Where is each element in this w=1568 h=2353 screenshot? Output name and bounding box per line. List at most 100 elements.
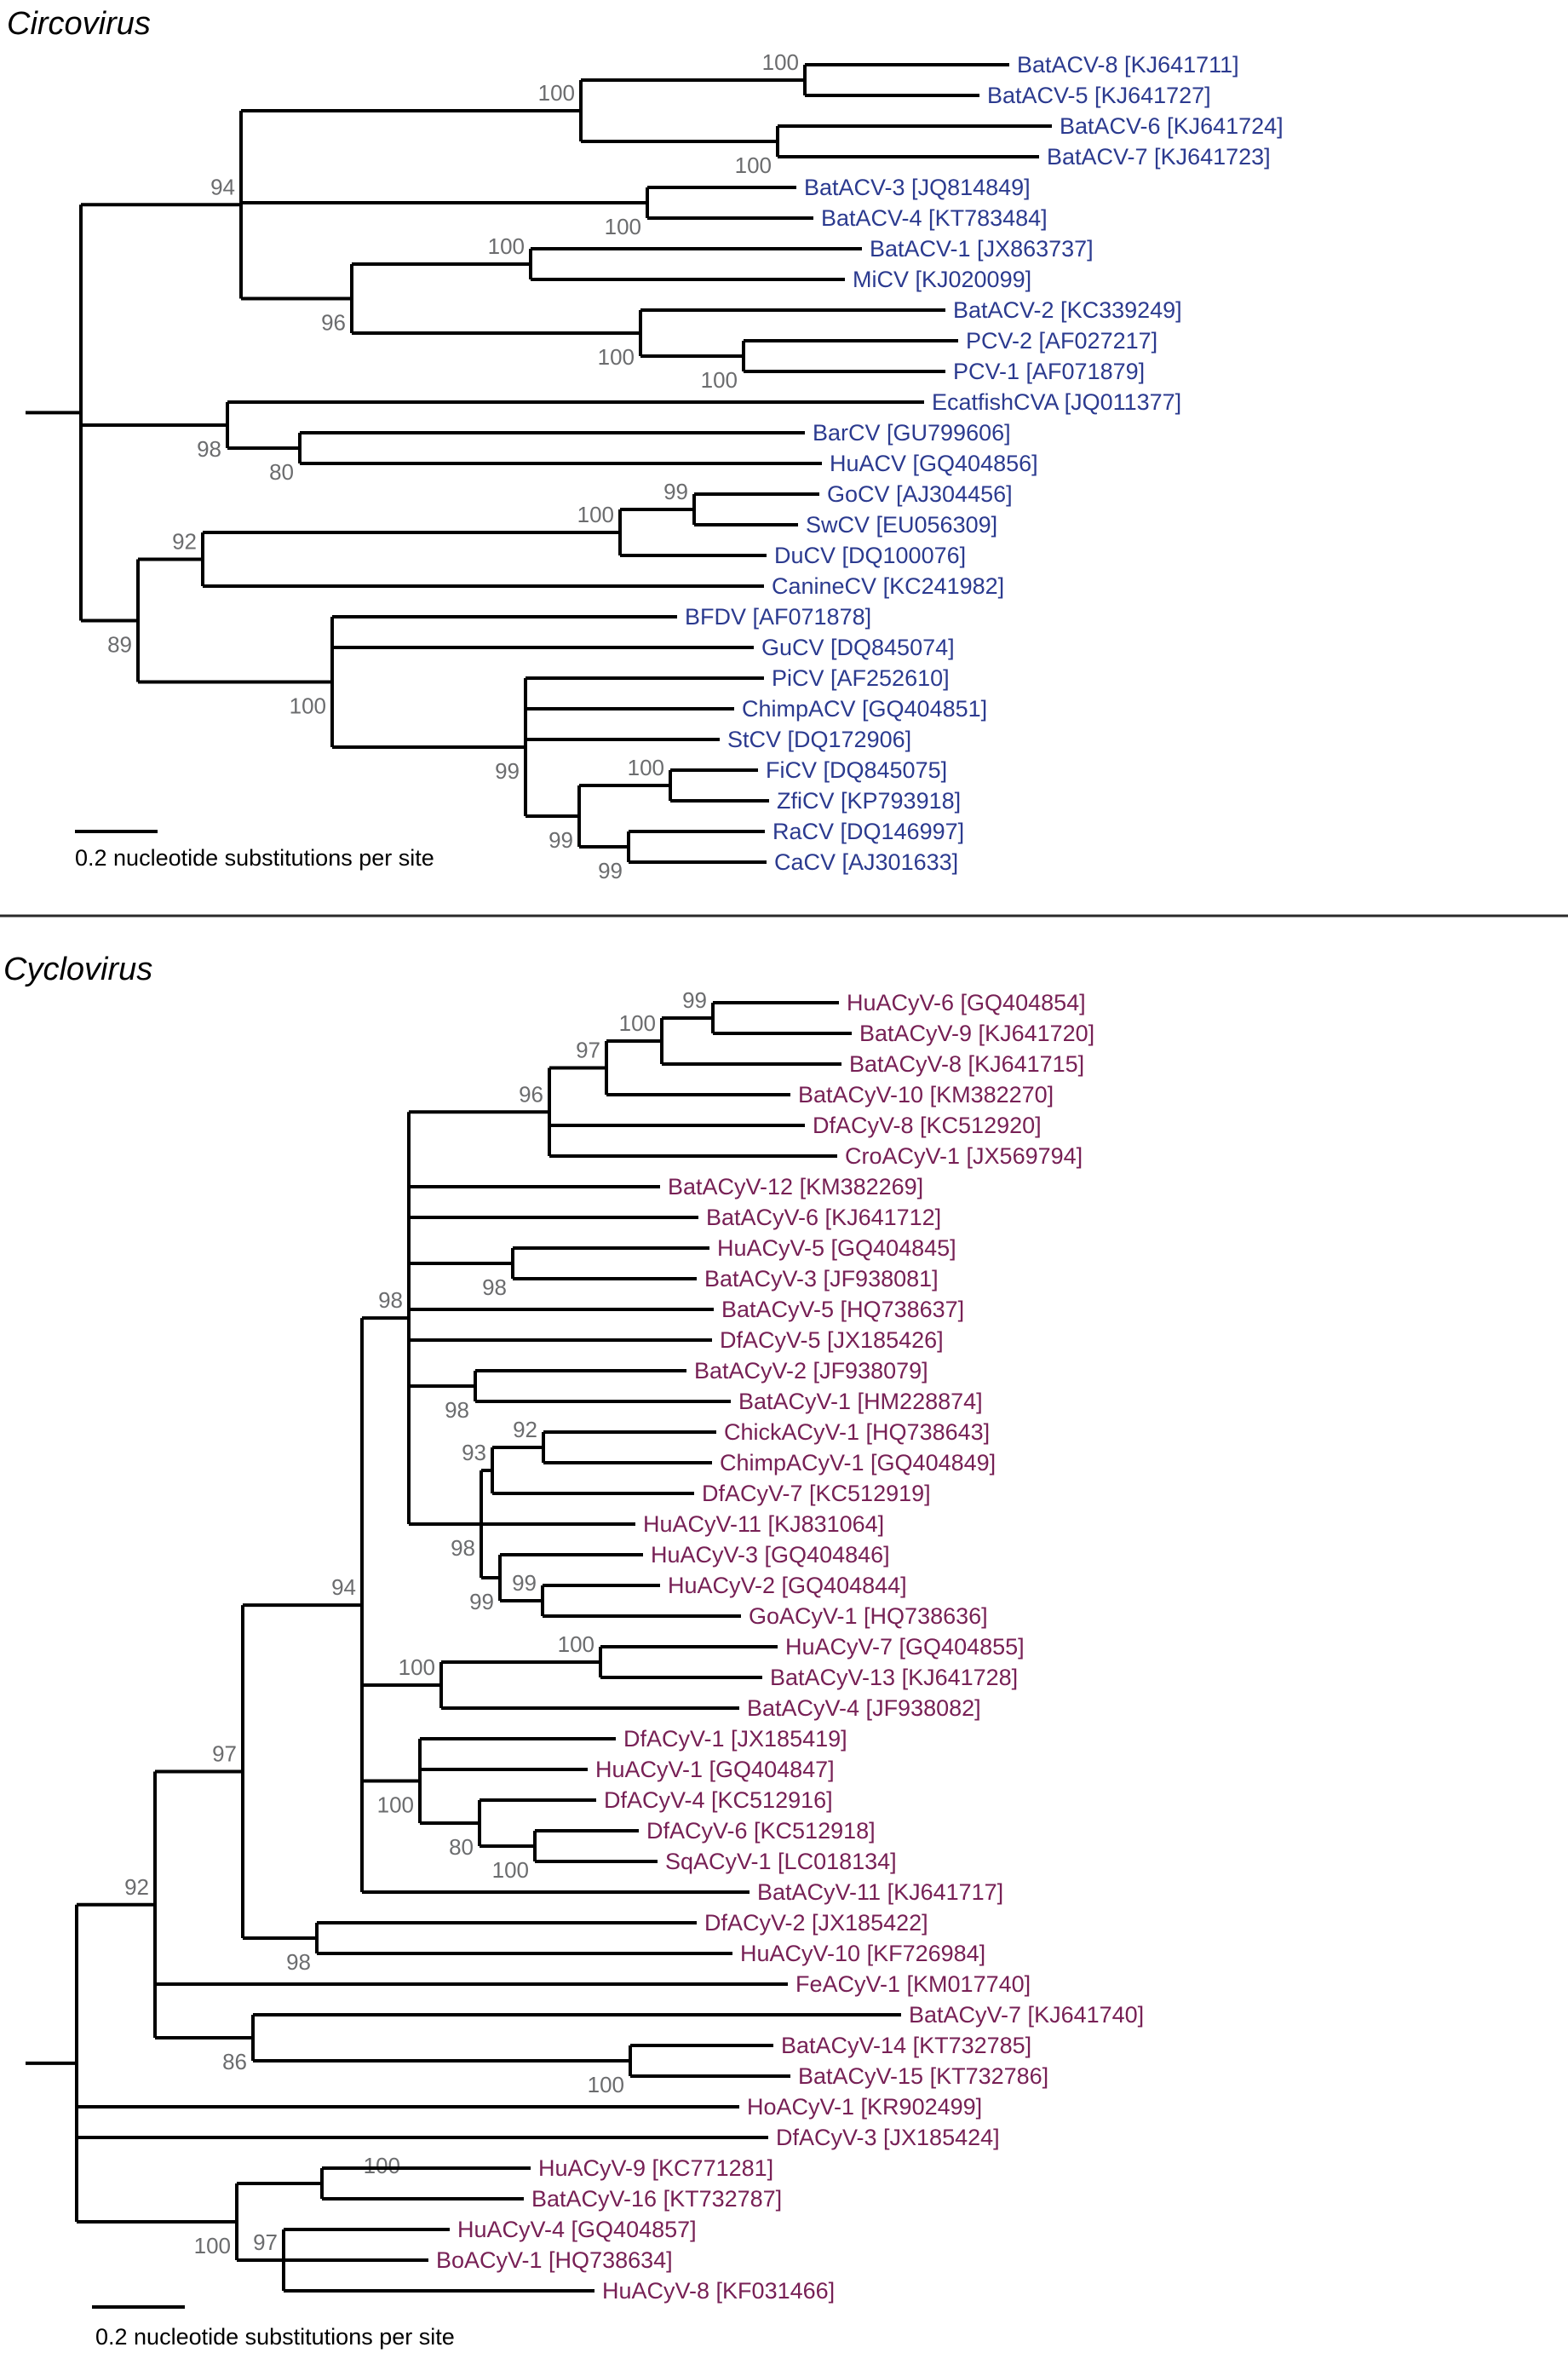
bootstrap-value: 99 — [512, 1570, 537, 1596]
bootstrap-value: 96 — [519, 1081, 543, 1107]
taxon-label: BatACV-1 [JX863737] — [870, 236, 1094, 262]
taxon-label: BatACyV-12 [KM382269] — [668, 1174, 923, 1200]
bootstrap-value: 99 — [469, 1589, 494, 1614]
taxon-label: BatACyV-1 [HM228874] — [738, 1389, 983, 1414]
taxon-label: CroACyV-1 [JX569794] — [845, 1143, 1083, 1169]
taxon-label: DfACyV-1 [JX185419] — [623, 1726, 847, 1752]
bootstrap-value: 98 — [445, 1397, 469, 1423]
bootstrap-value: 89 — [107, 632, 132, 658]
taxon-label: BatACyV-2 [JF938079] — [694, 1358, 928, 1384]
taxon-label: BatACyV-6 [KJ641712] — [706, 1205, 941, 1230]
bootstrap-value: 100 — [538, 80, 575, 106]
bootstrap-value: 99 — [682, 987, 707, 1013]
bootstrap-value: 100 — [492, 1857, 529, 1883]
taxon-label: BatACyV-4 [JF938082] — [747, 1695, 981, 1721]
taxon-label: CanineCV [KC241982] — [772, 573, 1004, 599]
taxon-label: DfACyV-7 [KC512919] — [702, 1481, 931, 1506]
taxon-label: ZfiCV [KP793918] — [777, 788, 961, 814]
bootstrap-value: 94 — [210, 174, 235, 199]
taxon-label: BatACV-6 [KJ641724] — [1060, 113, 1284, 139]
cyclovirus-tree: 92 97 94 98 96 97 100 99 HuACyV-6 [GQ404854] BatA… — [26, 987, 1144, 2304]
taxon-label: HuACyV-8 [KF031466] — [602, 2278, 835, 2304]
bootstrap-value: 98 — [197, 436, 221, 462]
circovirus-panel-title: Circovirus — [7, 6, 151, 42]
taxon-label: BarCV [GU799606] — [813, 420, 1011, 446]
taxon-label: PCV-2 [AF027217] — [966, 328, 1157, 354]
taxon-label: BatACyV-8 [KJ641715] — [849, 1051, 1084, 1077]
taxon-label: GuCV [DQ845074] — [761, 635, 955, 660]
taxon-label: BatACV-7 [KJ641723] — [1047, 144, 1271, 170]
taxon-label: BatACV-2 [KC339249] — [953, 297, 1182, 323]
bootstrap-value: 100 — [735, 152, 772, 178]
taxon-label: PCV-1 [AF071879] — [953, 359, 1145, 384]
taxon-label: DfACyV-3 [JX185424] — [776, 2125, 1000, 2150]
taxon-label: SqACyV-1 [LC018134] — [665, 1849, 897, 1874]
taxon-label: HuACyV-1 [GQ404847] — [595, 1757, 835, 1782]
taxon-label: FiCV [DQ845075] — [766, 757, 947, 783]
taxon-label: BatACV-5 [KJ641727] — [987, 83, 1211, 108]
bootstrap-value: 100 — [364, 2153, 400, 2178]
bootstrap-value: 100 — [558, 1631, 594, 1657]
bootstrap-value: 100 — [628, 755, 664, 780]
bootstrap-value: 97 — [212, 1741, 237, 1767]
taxon-label: SwCV [EU056309] — [806, 512, 997, 538]
taxon-label: HuACyV-2 [GQ404844] — [668, 1573, 907, 1598]
bootstrap-value: 100 — [762, 49, 799, 75]
taxon-label: BatACyV-9 [KJ641720] — [859, 1021, 1094, 1046]
taxon-label: MiCV [KJ020099] — [853, 267, 1031, 292]
taxon-label: RaCV [DQ146997] — [773, 819, 964, 844]
taxon-label: DfACyV-6 [KC512918] — [646, 1818, 876, 1844]
taxon-label: BatACyV-7 [KJ641740] — [909, 2002, 1144, 2028]
bootstrap-value: 97 — [576, 1038, 600, 1063]
taxon-label: BatACyV-15 [KT732786] — [798, 2063, 1048, 2089]
bootstrap-value: 98 — [378, 1287, 403, 1313]
taxon-label: BatACyV-3 [JF938081] — [704, 1266, 939, 1292]
taxon-label: ChickACyV-1 [HQ738643] — [724, 1419, 990, 1445]
bootstrap-value: 100 — [588, 2072, 624, 2097]
taxon-label: HuACyV-5 [GQ404845] — [717, 1235, 956, 1261]
bootstrap-value: 98 — [482, 1274, 507, 1300]
taxon-label: BatACV-8 [KJ641711] — [1017, 52, 1239, 78]
cyclovirus-panel-title: Cyclovirus — [3, 952, 152, 987]
taxon-label: BatACyV-14 [KT732785] — [781, 2033, 1031, 2058]
taxon-label: HuACV [GQ404856] — [830, 451, 1038, 476]
taxon-label: ChimpACyV-1 [GQ404849] — [720, 1450, 996, 1476]
bootstrap-value: 99 — [549, 827, 573, 853]
taxon-label: HuACyV-10 [KF726984] — [740, 1941, 985, 1966]
taxon-label: PiCV [AF252610] — [772, 665, 950, 691]
taxon-label: HuACyV-4 [GQ404857] — [457, 2217, 697, 2242]
bootstrap-value: 92 — [513, 1417, 537, 1442]
bootstrap-value: 92 — [172, 529, 197, 555]
taxon-label: BFDV [AF071878] — [685, 604, 871, 630]
taxon-label: HuACyV-6 [GQ404854] — [847, 990, 1086, 1015]
bootstrap-value: 80 — [449, 1834, 474, 1860]
taxon-label: DfACyV-2 [JX185422] — [704, 1910, 928, 1936]
taxon-label: HoACyV-1 [KR902499] — [747, 2094, 982, 2120]
bootstrap-value: 100 — [399, 1654, 435, 1680]
cyclovirus-scale-label: 0.2 nucleotide substitutions per site — [95, 2324, 455, 2350]
taxon-label: FeACyV-1 [KM017740] — [795, 1971, 1031, 1997]
bootstrap-value: 99 — [495, 758, 520, 784]
taxon-label: CaCV [AJ301633] — [774, 849, 958, 875]
taxon-label: BatACyV-10 [KM382270] — [798, 1082, 1054, 1107]
bootstrap-value: 100 — [619, 1010, 656, 1036]
taxon-label: HuACyV-11 [KJ831064] — [643, 1511, 884, 1537]
bootstrap-value: 86 — [222, 2049, 247, 2074]
taxon-label: GoACyV-1 [HQ738636] — [749, 1603, 988, 1629]
taxon-label: DfACyV-8 [KC512920] — [813, 1113, 1042, 1138]
bootstrap-value: 92 — [124, 1874, 149, 1900]
bootstrap-value: 94 — [331, 1574, 356, 1600]
bootstrap-value: 100 — [577, 502, 614, 527]
taxon-label: DfACyV-5 [JX185426] — [720, 1327, 944, 1353]
taxon-label: GoCV [AJ304456] — [827, 481, 1013, 507]
taxon-label: BoACyV-1 [HQ738634] — [436, 2247, 673, 2273]
bootstrap-value: 99 — [663, 479, 688, 504]
bootstrap-value: 100 — [598, 344, 635, 370]
taxon-label: BatACyV-13 [KJ641728] — [770, 1665, 1018, 1690]
bootstrap-value: 80 — [269, 459, 294, 485]
taxon-label: HuACyV-9 [KC771281] — [538, 2155, 773, 2181]
taxon-label: BatACyV-5 [HQ738637] — [721, 1297, 964, 1322]
taxon-label: BatACyV-16 [KT732787] — [531, 2186, 782, 2212]
taxon-label: HuACyV-3 [GQ404846] — [651, 1542, 890, 1568]
